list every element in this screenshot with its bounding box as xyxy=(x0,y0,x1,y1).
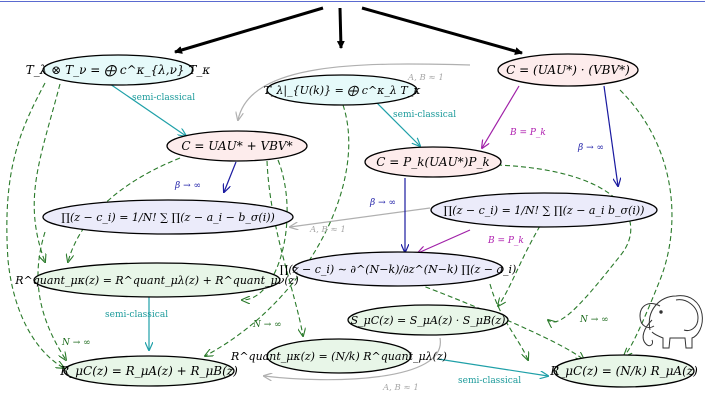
edge-top-right xyxy=(361,6,523,55)
node-quant-sum: R^quant_μκ(z) = R^quant_μλ(z) + R^quant_… xyxy=(14,262,299,298)
label-bpk-2: B = P_k xyxy=(487,236,524,246)
svg-text:R^quant_μκ(z) = (N/k) R^quant_: R^quant_μκ(z) = (N/k) R^quant_μλ(z) xyxy=(230,350,447,363)
edge-gray-3 xyxy=(264,337,441,380)
edge-semiclassical-4 xyxy=(437,358,548,376)
svg-text:S_μC(z) = S_μA(z) · S_μB(z): S_μC(z) = S_μA(z) · S_μB(z) xyxy=(351,314,506,327)
node-free-sum: R_μC(z) = R_μA(z) + R_μB(z) xyxy=(59,355,238,387)
node-product-matrix: C = (UAU*) · (VBV*) xyxy=(497,53,639,87)
label-bpk-1: B = P_k xyxy=(509,128,546,138)
svg-text:∏(z − c_i) ∼ ∂^(N−k)/∂z^(N−k): ∏(z − c_i) ∼ ∂^(N−k)/∂z^(N−k) ∏(z − a_i) xyxy=(280,263,517,276)
edge-n-7 xyxy=(205,104,350,356)
label-n-1: N → ∞ xyxy=(61,338,91,348)
label-semiclassical-1: semi-classical xyxy=(132,93,195,103)
label-semiclassical-4: semi-classical xyxy=(458,376,521,386)
svg-text:R^quant_μκ(z) = R^quant_μλ(z): R^quant_μκ(z) = R^quant_μλ(z) + R^quant_… xyxy=(14,274,298,287)
label-approx-1: A, B ≈ 1 xyxy=(407,73,444,83)
edges xyxy=(6,6,673,380)
edge-top-left xyxy=(174,6,324,54)
node-product-poly: ∏(z − c_i) = 1/N! ∑ ∏(z − a_i b_σ(i)) xyxy=(430,192,658,228)
label-beta-2: β → ∞ xyxy=(369,198,396,208)
edge-top-center xyxy=(336,7,345,49)
edge-beta-3 xyxy=(603,85,618,186)
node-s-transform: S_μC(z) = S_μA(z) · S_μB(z) xyxy=(347,304,509,336)
svg-text:C = UAU* + VBV*: C = UAU* + VBV* xyxy=(181,139,292,153)
label-semiclassical-3: semi-classical xyxy=(105,310,168,320)
svg-text:C = P_k(UAU*)P_k: C = P_k(UAU*)P_k xyxy=(376,155,489,169)
node-tensor-product: T_λ ⊗ T_ν = ⨁ c^κ_{λ,ν} T_κ xyxy=(26,54,211,86)
node-restriction: T_λ|_{U(k)} = ⨁ c^κ_λ T_κ xyxy=(264,74,422,106)
edge-n-1 xyxy=(33,83,61,262)
svg-text:∏(z − c_i) = 1/N! ∑ ∏(z − a_i: ∏(z − c_i) = 1/N! ∑ ∏(z − a_i b_σ(i)) xyxy=(444,204,645,217)
edge-n-4 xyxy=(37,231,66,360)
edge-magenta-2 xyxy=(418,229,471,253)
edge-n-6 xyxy=(266,160,303,336)
label-approx-2: A, B ≈ 1 xyxy=(309,225,346,235)
node-sum-matrix: C = UAU* + VBV* xyxy=(166,130,308,162)
elephant-icon xyxy=(639,295,703,349)
node-sum-poly: ∏(z − c_i) = 1/N! ∑ ∏(z − a_i − b_σ(i)) xyxy=(42,199,294,235)
node-free-proj: R_μC(z) = (N/k) R_μA(z) xyxy=(549,354,698,388)
label-beta-1: β → ∞ xyxy=(174,181,201,191)
edge-semiclassical-2 xyxy=(374,100,420,146)
node-projected-matrix: C = P_k(UAU*)P_k xyxy=(364,146,502,178)
edge-magenta-1 xyxy=(482,85,520,148)
label-n-3: N → ∞ xyxy=(579,315,609,325)
label-semiclassical-2: semi-classical xyxy=(393,110,456,120)
edge-n-8 xyxy=(496,164,632,322)
label-beta-3: β → ∞ xyxy=(577,143,604,153)
edge-gray-2 xyxy=(290,207,431,227)
node-derivative-poly: ∏(z − c_i) ∼ ∂^(N−k)/∂z^(N−k) ∏(z − a_i) xyxy=(280,251,517,287)
svg-text:T_λ|_{U(k)} = ⨁ c^κ_λ T_κ: T_λ|_{U(k)} = ⨁ c^κ_λ T_κ xyxy=(264,84,422,98)
edge-beta-1 xyxy=(224,161,237,192)
node-quant-proj: R^quant_μκ(z) = (N/k) R^quant_μλ(z) xyxy=(230,338,447,374)
label-n-2: N → ∞ xyxy=(252,320,282,330)
edge-n-2 xyxy=(6,82,64,368)
svg-text:R_μC(z) = R_μA(z) + R_μB(z): R_μC(z) = R_μA(z) + R_μB(z) xyxy=(59,364,238,378)
top-rule xyxy=(0,1,705,2)
edge-n-12 xyxy=(619,89,673,356)
label-approx-3: A, B ≈ 1 xyxy=(382,383,419,393)
edge-gray-1 xyxy=(238,63,471,120)
svg-text:∏(z − c_i) = 1/N! ∑ ∏(z − a_i: ∏(z − c_i) = 1/N! ∑ ∏(z − a_i − b_σ(i)) xyxy=(61,211,275,224)
edge-semiclassical-1 xyxy=(109,83,186,136)
svg-text:T_λ ⊗ T_ν = ⨁ c^κ_{λ,ν} T_κ: T_λ ⊗ T_ν = ⨁ c^κ_{λ,ν} T_κ xyxy=(26,63,211,77)
edge-labels: semi-classical semi-classical semi-class… xyxy=(61,73,609,393)
edge-n-5 xyxy=(242,159,288,300)
svg-text:R_μC(z) = (N/k) R_μA(z): R_μC(z) = (N/k) R_μA(z) xyxy=(549,364,698,378)
svg-text:C = (UAU*) · (VBV*): C = (UAU*) · (VBV*) xyxy=(506,63,630,77)
edge-n-10 xyxy=(498,225,541,306)
edge-n-9 xyxy=(489,283,528,360)
